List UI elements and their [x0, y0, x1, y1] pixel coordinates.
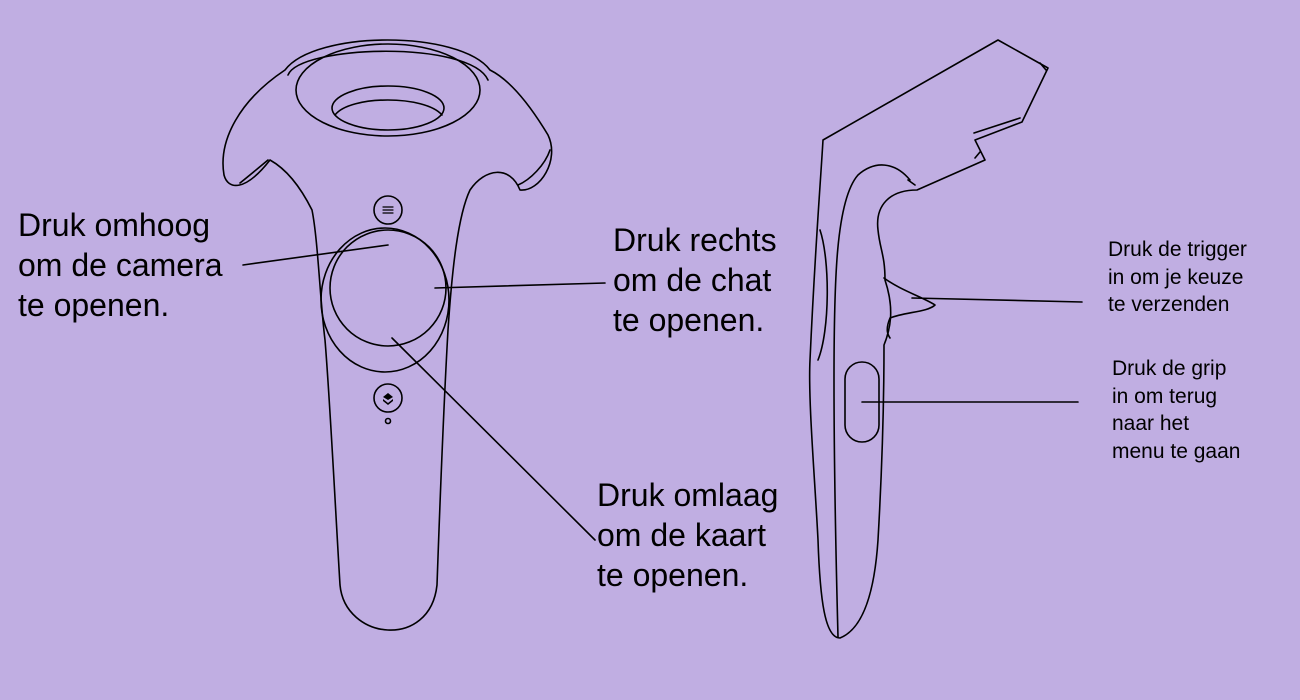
callout-press-down: Druk omlaag om de kaart te openen.	[597, 477, 779, 593]
leader-down	[391, 337, 596, 541]
tracking-ring-outer	[295, 43, 481, 137]
leader-right	[434, 282, 606, 289]
callout-trigger: Druk de trigger in om je keuze te verzen…	[1108, 238, 1247, 316]
trackpad-surround	[320, 227, 450, 373]
tracking-ring-lip	[334, 99, 443, 116]
front-body-outline	[222, 39, 553, 631]
system-icon	[383, 393, 393, 405]
leader-lines	[242, 244, 1083, 541]
callout-grip: Druk de grip in om terug naar het menu t…	[1112, 357, 1241, 463]
tracking-ring-inner	[331, 85, 445, 131]
controller-front-view	[222, 39, 553, 631]
status-led	[384, 417, 392, 425]
side-body-outline	[808, 39, 1049, 639]
callout-press-up: Druk omhoog om de camera te openen.	[18, 207, 223, 323]
front-body-inner-outline	[239, 149, 551, 186]
menu-button	[373, 195, 403, 225]
side-front-bulge	[817, 229, 829, 361]
side-rear-contour	[833, 164, 911, 638]
front-ring-inner-edge	[287, 50, 489, 81]
controller-side-view	[808, 39, 1049, 639]
callout-press-right: Druk rechts om de chat te openen.	[613, 222, 777, 338]
leader-up	[242, 244, 389, 266]
leader-trigger	[911, 297, 1083, 303]
system-button	[373, 383, 403, 413]
side-head-inner-edge	[907, 62, 1047, 186]
trackpad	[329, 229, 447, 347]
menu-icon	[382, 206, 394, 214]
trigger	[883, 277, 936, 339]
